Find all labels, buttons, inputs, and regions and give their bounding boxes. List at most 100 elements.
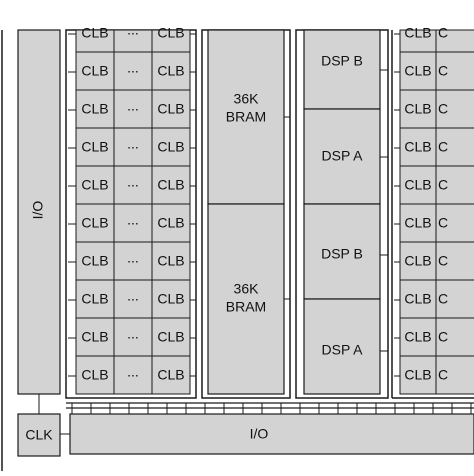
clb-cell-label: CLB [81, 177, 108, 193]
clb-row-block [75, 241, 191, 281]
right-clipped-label: C [438, 291, 448, 307]
clb-row: CLB... CLB [68, 241, 196, 281]
right-clipped-label: C [438, 101, 448, 117]
clb-cell-label: CLB [81, 215, 108, 231]
clb-row: CLB... CLB [68, 355, 196, 395]
clb-cell-label: CLB [81, 63, 108, 79]
clb-row: CLB... CLB [68, 279, 196, 319]
bram-1-size: 36K [234, 91, 260, 107]
right-clipped-label: C [438, 367, 448, 383]
right-clipped-label: C [438, 215, 448, 231]
clb-ellipsis: ... [127, 60, 139, 76]
clb-ellipsis: ... [127, 364, 139, 380]
right-clb-block [399, 203, 474, 243]
right-clipped-label: C [438, 177, 448, 193]
clb-row-block [75, 355, 191, 395]
clb-cell-label: CLB [81, 329, 108, 345]
right-clipped-label: C [438, 139, 448, 155]
clb-ellipsis: ... [127, 212, 139, 228]
clb-row-block [75, 127, 191, 167]
right-clipped-label: C [438, 253, 448, 269]
right-clb-label: CLB [404, 291, 431, 307]
clb-cell-label: CLB [81, 101, 108, 117]
clb-row: CLB... CLB [68, 51, 196, 91]
clb-row: CLB... CLB [68, 165, 196, 205]
right-clb-label: CLB [404, 63, 431, 79]
right-clb-row: CLB C [394, 279, 474, 319]
clb-row-block [75, 203, 191, 243]
clb-cell-label: CLB [157, 177, 184, 193]
bram-2-size: 36K [234, 281, 260, 297]
clb-cell-label: CLB [157, 367, 184, 383]
clb-cell-label: CLB [81, 25, 108, 41]
clb-row: CLB... CLB [68, 127, 196, 167]
right-clb-row: CLB C [394, 165, 474, 205]
dsp-a-1-label: DSP A [322, 148, 364, 164]
clb-ellipsis: ... [127, 174, 139, 190]
clk-label: CLK [25, 427, 53, 443]
clb-cell-label: CLB [157, 101, 184, 117]
right-clb-label: CLB [404, 329, 431, 345]
clb-cell-label: CLB [81, 291, 108, 307]
dsp-b-1-label: DSP B [321, 53, 363, 69]
right-clb-row: CLB C [394, 89, 474, 129]
dsp-b-block-2 [303, 203, 381, 300]
right-clipped-label: C [438, 329, 448, 345]
right-clb-block [399, 317, 474, 357]
clb-ellipsis: ... [127, 326, 139, 342]
clb-cell-label: CLB [157, 215, 184, 231]
dsp-a-block-2 [303, 298, 381, 395]
right-clb-label: CLB [404, 101, 431, 117]
clb-ellipsis: ... [127, 22, 139, 38]
right-clb-label: CLB [404, 177, 431, 193]
clb-cell-label: CLB [81, 139, 108, 155]
clb-cell-label: CLB [157, 329, 184, 345]
right-clb-row: CLB C [394, 127, 474, 167]
clb-cell-label: CLB [81, 253, 108, 269]
dsp-b-2-label: DSP B [321, 246, 363, 262]
clb-row: CLB... CLB [68, 89, 196, 129]
right-clb-row: CLB C [394, 203, 474, 243]
right-clb-label: CLB [404, 253, 431, 269]
io-row-bottom [69, 413, 474, 455]
right-clb-label: CLB [404, 25, 431, 41]
right-clb-row: CLB C [394, 241, 474, 281]
clb-cell-label: CLB [157, 253, 184, 269]
clb-cell-label: CLB [157, 25, 184, 41]
dsp-b-block-1 [303, 29, 381, 110]
right-clb-row: CLB C [394, 25, 474, 53]
io-column-left-label: I/O [30, 201, 46, 220]
clb-ellipsis: ... [127, 288, 139, 304]
bram-1-name: BRAM [226, 109, 266, 125]
clb-row: CLB... CLB [68, 22, 196, 53]
right-clb-block [399, 89, 474, 129]
bram-2-name: BRAM [226, 299, 266, 315]
clb-cell-label: CLB [81, 367, 108, 383]
clb-row: CLB... CLB [68, 203, 196, 243]
dsp-a-2-label: DSP A [322, 342, 364, 358]
right-clb-block [399, 127, 474, 167]
right-clb-label: CLB [404, 139, 431, 155]
clb-row-block [75, 165, 191, 205]
clb-ellipsis: ... [127, 250, 139, 266]
clk-block [17, 413, 61, 457]
clb-ellipsis: ... [127, 98, 139, 114]
clb-row-block [75, 89, 191, 129]
right-clipped-label: C [438, 63, 448, 79]
dsp-a-block-1 [303, 108, 381, 205]
clb-row-block [75, 279, 191, 319]
right-clb-label: CLB [404, 215, 431, 231]
right-clipped-label: C [438, 25, 448, 41]
clb-row: CLB... CLB [68, 317, 196, 357]
bram-block-1 [207, 29, 285, 205]
io-row-bottom-label: I/O [250, 426, 269, 442]
clb-ellipsis: ... [127, 136, 139, 152]
clb-cell-label: CLB [157, 291, 184, 307]
clb-cell-label: CLB [157, 63, 184, 79]
clb-cell-label: CLB [157, 139, 184, 155]
right-clb-block [399, 355, 474, 395]
clb-row-block [75, 51, 191, 91]
clb-row-block [75, 317, 191, 357]
